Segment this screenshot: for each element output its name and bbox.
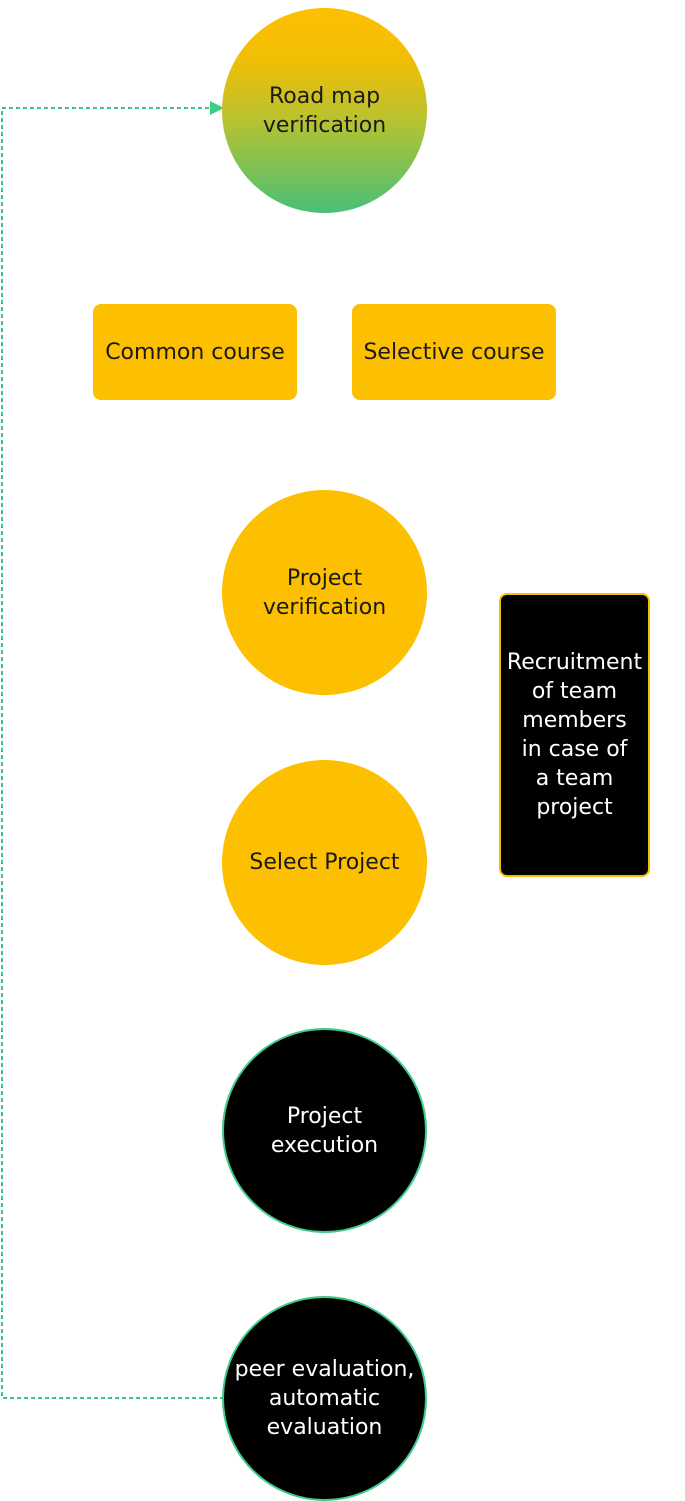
evaluation-node: peer evaluation, automatic evaluation [222,1296,427,1501]
feedback-connector-line [1,107,224,1399]
recruitment-node: Recruitment of team members in case of a… [499,593,650,877]
project-execution-label: Project execution [270,1103,379,1158]
recruitment-label: Recruitment of team members in case of a… [506,650,643,820]
feedback-connector-line-shadow [1,107,224,1399]
common-course-label: Common course [105,339,285,365]
roadmap-verification-node: Road map verification [222,8,427,213]
select-project-label: Select Project [249,850,400,875]
selective-course-label: Selective course [363,339,545,365]
project-verification-label: Project verification [262,565,387,620]
select-project-node: Select Project [222,760,427,965]
project-verification-node: Project verification [222,490,427,695]
selective-course-node: Selective course [352,304,556,400]
common-course-node: Common course [93,304,297,400]
evaluation-label: peer evaluation, automatic evaluation [234,1357,415,1440]
roadmap-verification-label: Road map verification [262,83,387,138]
project-execution-node: Project execution [222,1028,427,1233]
